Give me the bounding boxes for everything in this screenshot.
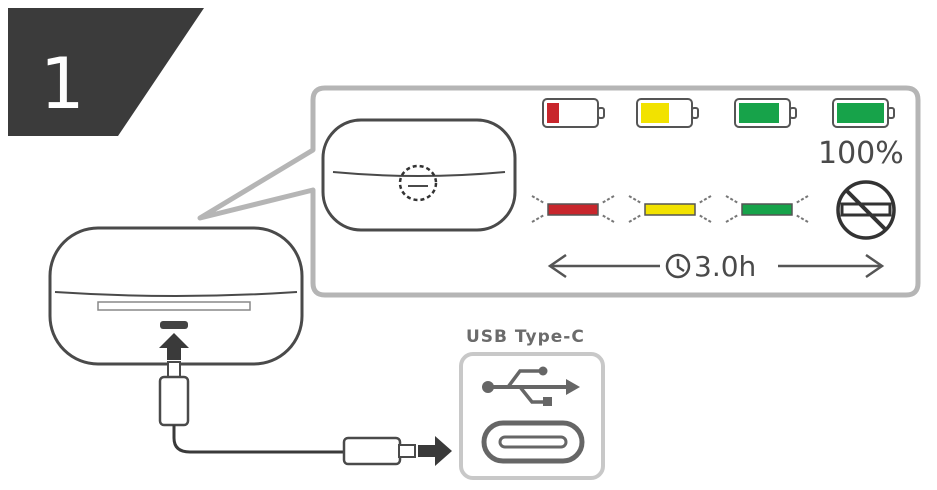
battery-low-fill xyxy=(547,103,559,123)
cable-wire xyxy=(172,425,345,454)
battery-high-fill xyxy=(739,103,779,123)
clock-icon xyxy=(665,253,691,279)
usb-cable xyxy=(158,361,416,466)
battery-full-icon xyxy=(832,98,895,128)
charge-duration: 3.0h xyxy=(547,250,885,283)
led-indicator-highlight xyxy=(398,164,438,202)
no-light-icon xyxy=(836,180,896,240)
arrow-up-icon xyxy=(159,333,189,360)
charge-duration-label: 3.0h xyxy=(694,250,756,283)
step-banner: 1 xyxy=(8,8,204,136)
battery-low-icon xyxy=(542,98,605,128)
step-banner-shape xyxy=(8,8,204,136)
usb-c-port xyxy=(160,321,188,329)
battery-medium-icon xyxy=(636,98,699,128)
blinking-indicators xyxy=(531,180,896,240)
battery-high-icon xyxy=(734,98,797,128)
full-charge-label: 100% xyxy=(818,136,904,171)
usb-type-c-title: USB Type-C xyxy=(466,327,585,347)
case-seam xyxy=(54,291,298,297)
usb-c-port-icon xyxy=(481,420,585,464)
battery-medium-fill xyxy=(641,103,669,123)
cable-plug-tip-vertical xyxy=(167,361,181,379)
battery-levels: 100% xyxy=(542,98,904,171)
step-number: 1 xyxy=(40,43,85,125)
case-hinge-strip xyxy=(97,301,251,311)
cable-plug-tip-horizontal xyxy=(398,444,416,458)
blink-yellow xyxy=(628,195,712,223)
closeup-case-seam xyxy=(332,171,506,177)
cable-plug-vertical xyxy=(158,375,190,427)
arrow-right-icon xyxy=(418,436,452,466)
cable-plug-horizontal xyxy=(342,436,402,466)
battery-full-fill xyxy=(837,103,884,123)
blink-green xyxy=(725,195,809,223)
double-arrow-icon xyxy=(547,253,885,279)
case-closeup xyxy=(321,118,517,232)
blink-red xyxy=(531,195,615,223)
usb-type-c-badge: USB Type-C xyxy=(459,327,605,480)
usb-symbol-icon xyxy=(482,366,580,406)
